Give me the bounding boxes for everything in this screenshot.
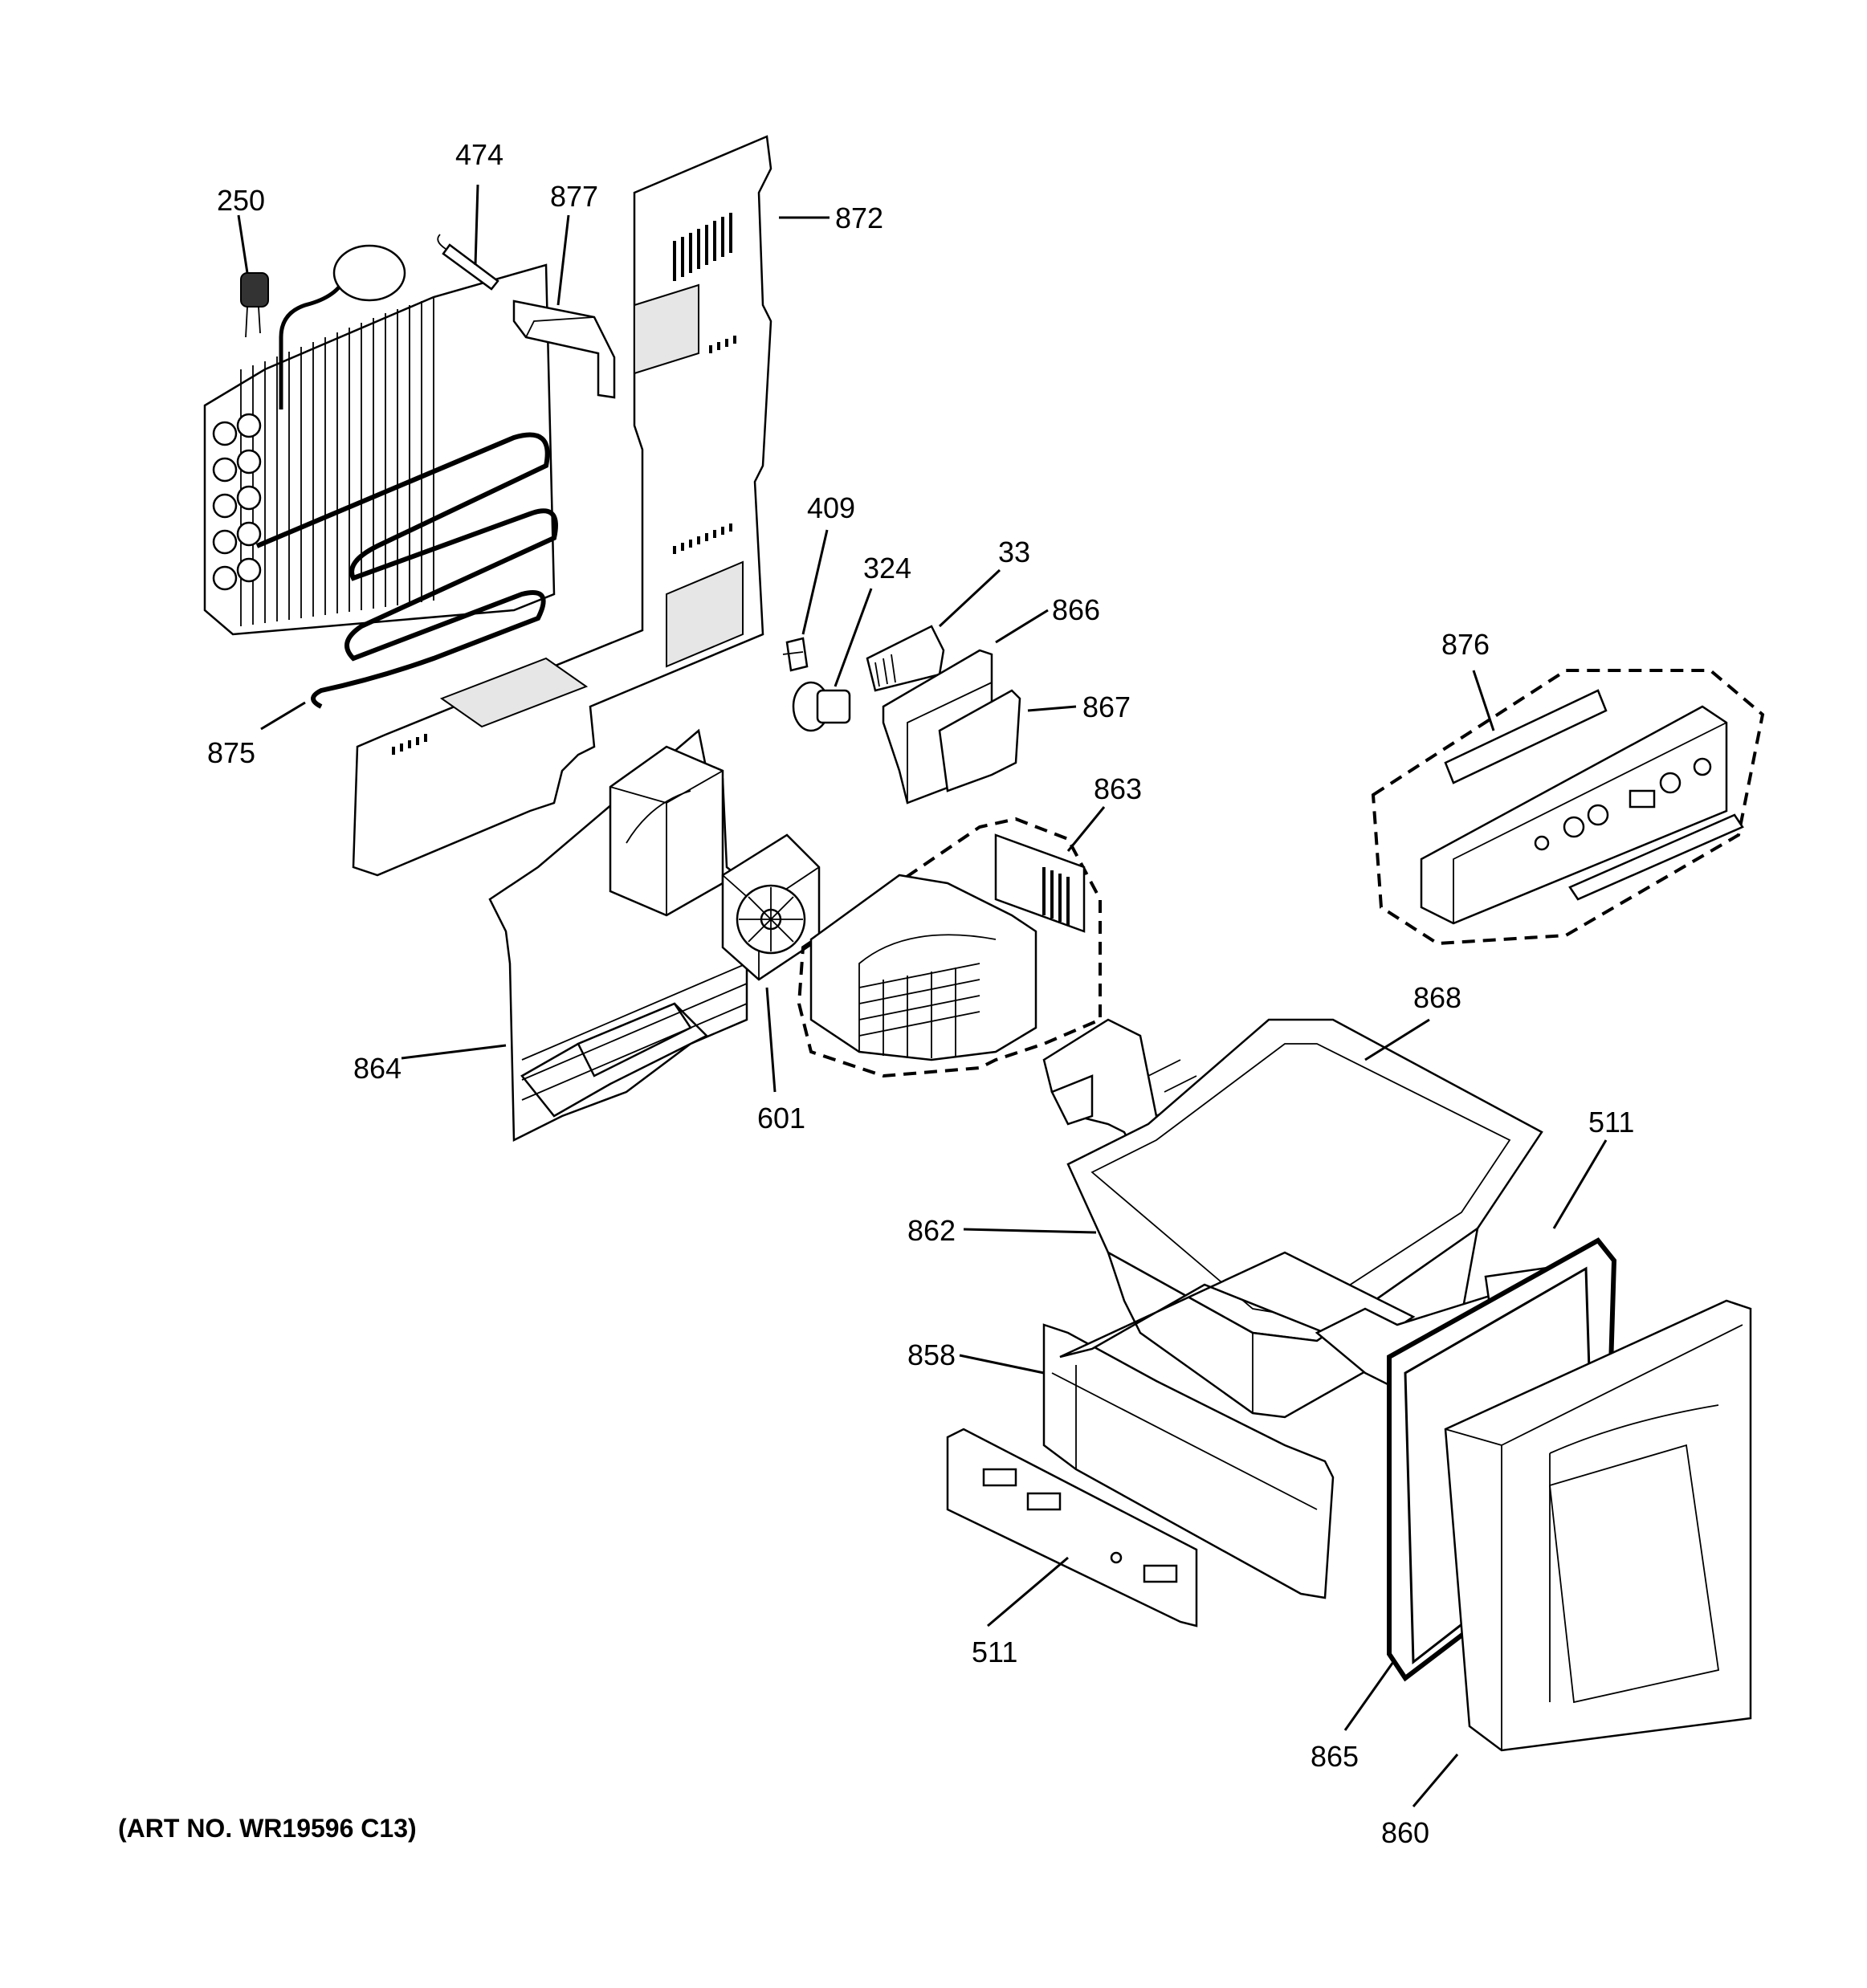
- callout-324: 324: [863, 552, 911, 585]
- slide-rail-511-lower: [946, 1428, 1198, 1627]
- spring-250: [240, 272, 269, 338]
- control-panel-876: [1371, 669, 1765, 946]
- callout-867: 867: [1082, 691, 1131, 723]
- callout-866: 866: [1052, 593, 1100, 626]
- callout-511-lower: 511: [972, 1636, 1017, 1668]
- callout-601: 601: [757, 1102, 805, 1135]
- callout-858: 858: [907, 1338, 956, 1371]
- callout-876: 876: [1441, 628, 1490, 661]
- callout-860: 860: [1381, 1816, 1429, 1849]
- evaporator-coil: [203, 244, 558, 709]
- callout-868: 868: [1413, 981, 1461, 1014]
- callout-865: 865: [1311, 1740, 1359, 1773]
- fan-housing-panel-864: [488, 728, 748, 1142]
- rear-panel-872: [352, 135, 772, 877]
- art-number-caption: (ART NO. WR19596 C13): [118, 1814, 417, 1843]
- door-panel-860: [1444, 1299, 1752, 1752]
- duct-assembly-863: [797, 817, 1102, 1078]
- auger-33: [866, 625, 945, 692]
- sensor-474: [437, 234, 499, 291]
- callout-877: 877: [550, 180, 598, 213]
- motor-324: [792, 681, 851, 732]
- callout-863: 863: [1094, 772, 1142, 805]
- callout-labels: 250 474 877 872 875 409 324 33 866 867 8…: [207, 138, 1634, 1849]
- callout-474: 474: [455, 138, 503, 171]
- callout-864: 864: [353, 1052, 402, 1085]
- callout-409: 409: [807, 491, 855, 524]
- callout-872: 872: [835, 202, 883, 234]
- callout-250: 250: [217, 184, 265, 217]
- callout-875: 875: [207, 736, 255, 769]
- callout-33: 33: [998, 536, 1030, 568]
- leader-lines: [237, 184, 1608, 1807]
- callout-862: 862: [907, 1214, 956, 1247]
- cover-877: [512, 299, 616, 399]
- fan-601: [721, 833, 821, 981]
- callout-511-upper: 511: [1588, 1106, 1634, 1139]
- paddle-867: [938, 689, 1021, 792]
- clip-409: [782, 637, 809, 672]
